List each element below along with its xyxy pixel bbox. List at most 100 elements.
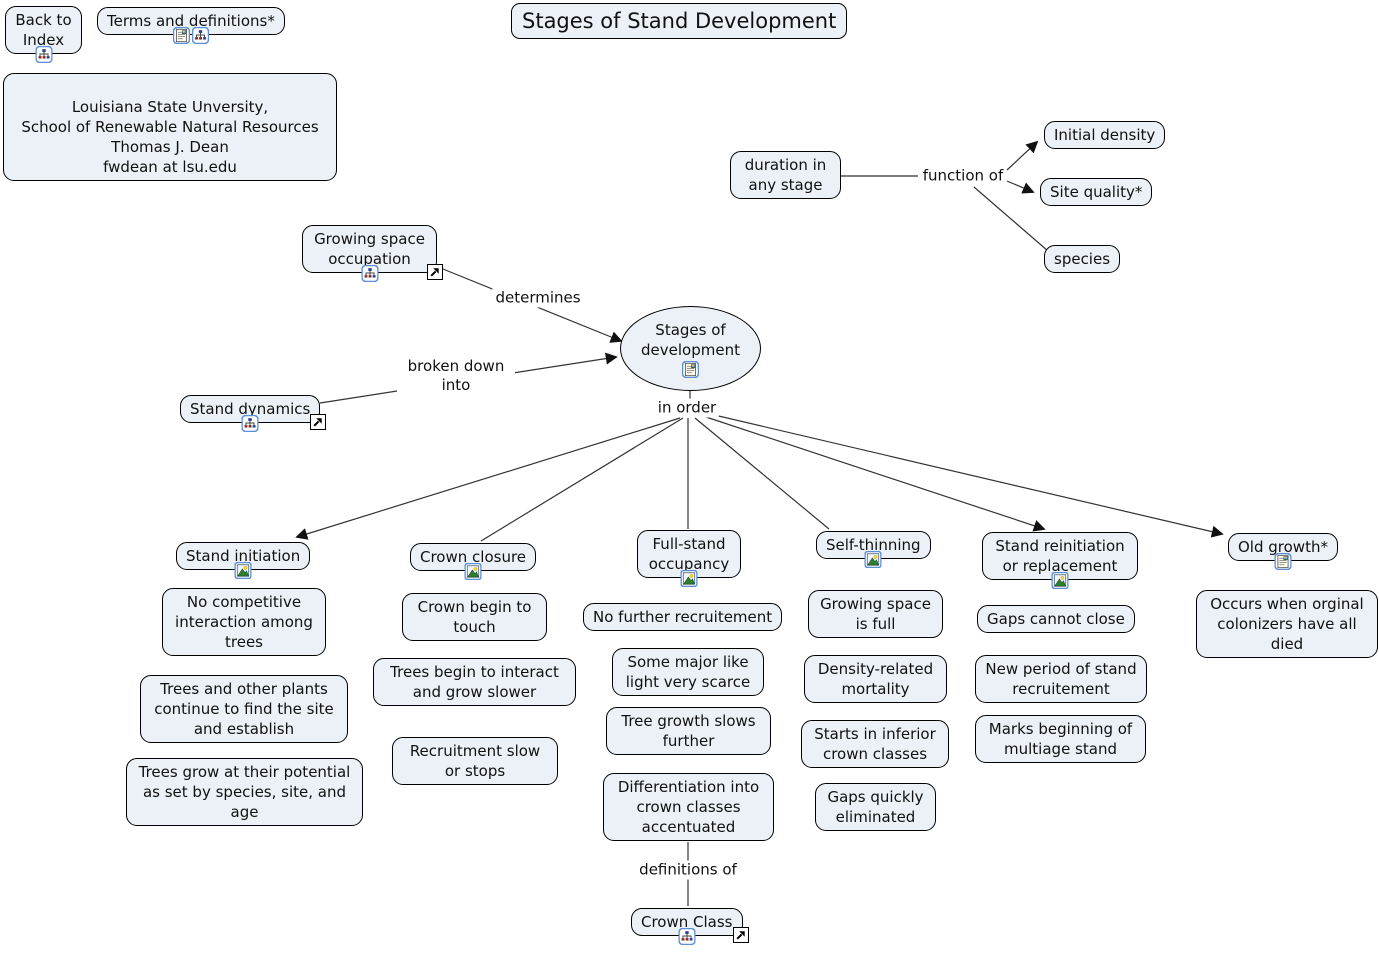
node-density-related-mortality[interactable]: Density-related mortality	[804, 655, 947, 703]
concept-map-icon[interactable]	[191, 27, 209, 44]
node-stages-of-development[interactable]: Stages of development	[620, 306, 761, 391]
node-self-thinning[interactable]: Self-thinning	[816, 531, 931, 568]
node-new-period-of-recruitement[interactable]: New period of stand recruitement	[975, 655, 1147, 703]
node-gaps-cannot-close[interactable]: Gaps cannot close	[977, 605, 1135, 633]
document-icon[interactable]	[172, 27, 190, 44]
link-label-definitions-of: definitions of	[636, 860, 740, 880]
icon-row	[35, 46, 52, 63]
image-icon[interactable]	[234, 562, 252, 579]
connector-functionof-sitequality	[1006, 180, 1035, 194]
node-label: Trees begin to interact and grow slower	[390, 663, 559, 701]
connector-inorder-standreinitiation	[702, 415, 1046, 532]
icon-row	[361, 265, 378, 282]
node-label: Crown begin to touch	[417, 598, 532, 636]
node-label: Stages of development	[641, 320, 740, 359]
node-recruitment-slow-or-stops[interactable]: Recruitment slow or stops	[392, 737, 558, 785]
connector-functionof-species	[973, 186, 1049, 252]
node-initial-density[interactable]: Initial density	[1044, 121, 1166, 149]
connector-functionof-initialdensity	[1006, 140, 1039, 171]
image-icon[interactable]	[680, 570, 698, 587]
node-label: Tree growth slows further	[621, 712, 756, 750]
node-back-to-index[interactable]: Back to Index	[5, 6, 82, 63]
document-icon[interactable]	[1274, 553, 1292, 570]
node-label: Stand initiation	[186, 547, 301, 565]
node-full-stand-occupancy[interactable]: Full-stand occupancy	[637, 530, 741, 587]
concept-map-icon[interactable]	[35, 46, 52, 63]
node-species[interactable]: species	[1044, 245, 1121, 273]
node-trees-continue-to-find-site[interactable]: Trees and other plants continue to find …	[140, 675, 348, 743]
node-label: Some major like light very scarce	[625, 653, 751, 691]
node-label: Stand reinitiation or replacement	[995, 537, 1125, 575]
node-starts-in-inferior-crown-classes[interactable]: Starts in inferior crown classes	[801, 720, 949, 768]
icon-row	[680, 570, 698, 587]
node-label: Trees grow at their potential as set by …	[138, 763, 351, 821]
node-marks-beginning-multiage[interactable]: Marks beginning of multiage stand	[975, 715, 1146, 763]
document-icon[interactable]	[682, 360, 699, 378]
concept-map-icon[interactable]	[361, 265, 378, 282]
image-icon[interactable]	[1051, 572, 1069, 589]
node-trees-begin-to-interact[interactable]: Trees begin to interact and grow slower	[373, 658, 576, 706]
node-label: Terms and definitions*	[107, 12, 275, 30]
node-label: species	[1054, 250, 1111, 268]
node-label: Crown closure	[420, 548, 527, 566]
node-growing-space-is-full[interactable]: Growing space is full	[808, 590, 943, 638]
image-icon[interactable]	[864, 551, 882, 568]
connector-inorder-standinitiation	[295, 417, 681, 540]
icon-row	[234, 562, 252, 579]
node-old-growth[interactable]: Old growth*	[1228, 533, 1338, 570]
node-trees-grow-at-potential[interactable]: Trees grow at their potential as set by …	[126, 758, 363, 826]
node-label: Density-related mortality	[817, 660, 934, 698]
node-terms-and-definitions[interactable]: Terms and definitions*	[97, 7, 285, 44]
node-label: No further recruitement	[593, 608, 773, 626]
node-label: Growing space is full	[820, 595, 931, 633]
image-icon[interactable]	[464, 563, 482, 580]
node-duration-in-any-stage[interactable]: duration in any stage	[730, 151, 841, 199]
node-label: Self-thinning	[826, 536, 921, 554]
node-label: Occurs when orginal colonizers have all …	[1210, 595, 1364, 653]
node-stand-reinitiation[interactable]: Stand reinitiation or replacement	[982, 532, 1138, 589]
icon-row	[1051, 572, 1069, 589]
node-light-very-scarce[interactable]: Some major like light very scarce	[612, 648, 764, 696]
node-label: Old growth*	[1238, 538, 1328, 556]
external-link-icon[interactable]	[732, 927, 749, 943]
icon-row	[678, 928, 696, 945]
node-no-further-recruitement[interactable]: No further recruitement	[583, 603, 783, 631]
node-label: Differentiation into crown classes accen…	[617, 778, 760, 836]
external-link-icon[interactable]	[427, 264, 443, 280]
node-occurs-when-colonizers-died[interactable]: Occurs when orginal colonizers have all …	[1196, 590, 1378, 658]
icon-row	[864, 551, 882, 568]
icon-row	[1274, 553, 1292, 570]
node-crown-closure[interactable]: Crown closure	[410, 543, 537, 580]
node-growing-space-occupation[interactable]: Growing space occupation	[302, 225, 443, 282]
connector-inorder-crownclosure	[480, 417, 684, 542]
node-tree-growth-slows-further[interactable]: Tree growth slows further	[606, 707, 771, 755]
node-label: New period of stand recruitement	[985, 660, 1137, 698]
node-label: Site quality*	[1050, 183, 1143, 201]
node-crown-begin-to-touch[interactable]: Crown begin to touch	[402, 593, 547, 641]
title-label: Stages of Stand Development	[522, 9, 837, 33]
node-site-quality[interactable]: Site quality*	[1040, 178, 1153, 206]
node-stand-initiation[interactable]: Stand initiation	[176, 542, 311, 579]
node-differentiation-crown-classes[interactable]: Differentiation into crown classes accen…	[603, 773, 774, 841]
icon-row	[241, 415, 259, 432]
node-label: duration in any stage	[744, 156, 827, 194]
node-gaps-quickly-eliminated[interactable]: Gaps quickly eliminated	[815, 783, 936, 831]
link-label-in-order: in order	[654, 398, 720, 418]
node-stand-dynamics[interactable]: Stand dynamics	[180, 395, 327, 432]
icon-row	[172, 27, 209, 44]
link-label-function-of: function of	[919, 166, 1007, 186]
connector-inorder-oldgrowth	[709, 413, 1224, 538]
node-no-competitive-interaction[interactable]: No competitive interaction among trees	[162, 588, 326, 656]
node-label: Marks beginning of multiage stand	[988, 720, 1133, 758]
node-label: Louisiana State Unversity, School of Ren…	[21, 98, 319, 176]
page-title: Stages of Stand Development	[511, 3, 848, 39]
node-label: No competitive interaction among trees	[175, 593, 313, 651]
node-label: Recruitment slow or stops	[409, 742, 541, 780]
concept-map-icon[interactable]	[678, 928, 696, 945]
node-crown-class[interactable]: Crown Class	[631, 908, 749, 945]
node-label: Trees and other plants continue to find …	[154, 680, 334, 738]
external-link-icon[interactable]	[310, 414, 327, 430]
concept-map-icon[interactable]	[241, 415, 259, 432]
node-label: Back to Index	[15, 11, 72, 49]
